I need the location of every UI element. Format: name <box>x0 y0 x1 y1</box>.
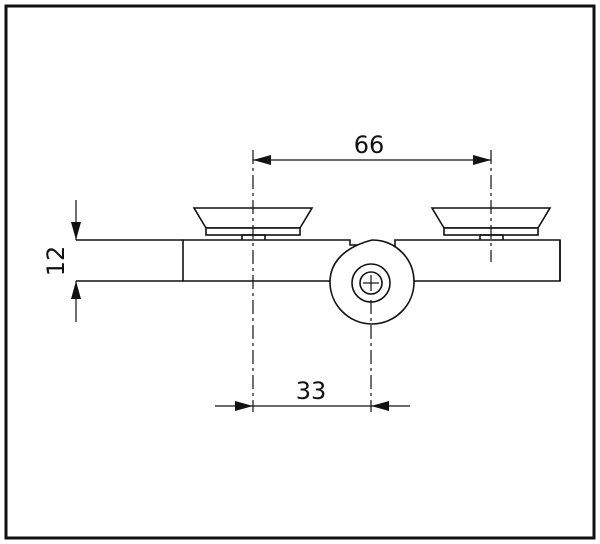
hinge-knuckle <box>329 239 415 325</box>
glass-panel-left <box>76 239 183 282</box>
dimension-label-66: 66 <box>354 131 385 159</box>
dimension-label-12: 12 <box>42 246 70 277</box>
bracket-leaf-right <box>394 239 561 282</box>
dimension-pivot-offset: 33 <box>215 377 410 411</box>
dimension-label-33: 33 <box>296 377 327 405</box>
dimension-pad-spacing: 66 <box>253 131 491 165</box>
drawing-frame <box>4 4 596 540</box>
dimension-thickness: 12 <box>42 200 81 322</box>
